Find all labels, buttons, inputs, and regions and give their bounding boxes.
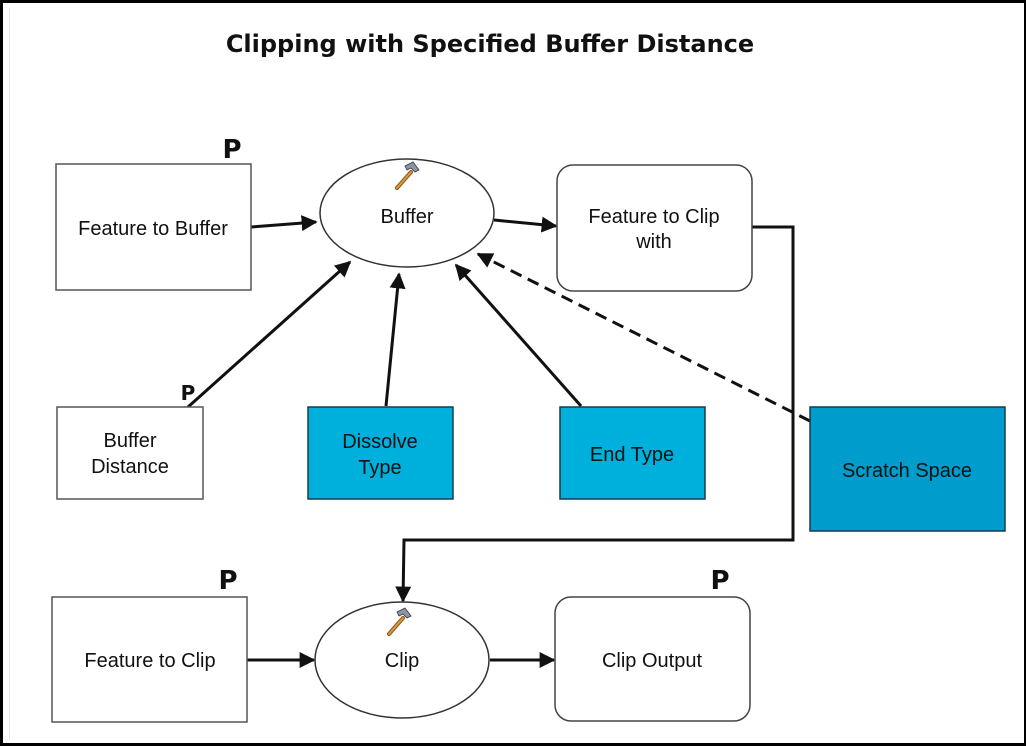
node-feature-to-clip-with[interactable]: Feature to Clip with xyxy=(556,164,753,292)
edge-buffer-to-feature-to-clip-with xyxy=(493,216,558,233)
node-label-line-1: Feature to Clip xyxy=(588,206,719,228)
node-label-line-1: Dissolve xyxy=(342,431,418,453)
edge-buffer-distance-to-buffer xyxy=(186,260,352,409)
node-label-line-1: Buffer xyxy=(104,430,157,452)
node-feature-to-buffer[interactable]: Feature to Buffer P xyxy=(55,135,252,291)
edge-feature-to-clip-with-to-clip xyxy=(395,225,795,603)
node-label: Feature to Clip xyxy=(84,650,215,672)
parameter-marker: P xyxy=(218,566,237,596)
diagram-title: Clipping with Specified Buffer Distance xyxy=(225,30,755,58)
edge-end-type-to-buffer xyxy=(454,263,583,407)
node-dissolve-type[interactable]: Dissolve Type xyxy=(307,406,454,500)
node-label-line-2: Type xyxy=(358,457,401,479)
node-label: Clip xyxy=(385,650,419,672)
node-scratch-space[interactable]: Scratch Space xyxy=(809,406,1006,532)
edge-scratch-space-to-buffer-dashed xyxy=(476,252,811,423)
node-label-line-2: with xyxy=(635,231,672,253)
parameter-marker: P xyxy=(222,135,241,165)
node-label: End Type xyxy=(590,444,674,466)
parameter-marker: P xyxy=(710,566,729,596)
node-clip-tool[interactable]: Clip xyxy=(314,601,490,719)
edge-dissolve-type-to-buffer xyxy=(384,272,406,407)
node-buffer-tool[interactable]: Buffer xyxy=(319,158,495,268)
node-clip-output[interactable]: Clip Output P xyxy=(554,566,751,722)
node-label: Buffer xyxy=(381,206,434,228)
node-label: Feature to Buffer xyxy=(78,218,228,240)
node-label: Clip Output xyxy=(602,650,702,672)
node-buffer-distance[interactable]: Buffer Distance P xyxy=(56,381,204,500)
edge-feature-to-buffer-to-buffer xyxy=(250,215,318,232)
parameter-marker: P xyxy=(181,381,196,405)
node-label: Scratch Space xyxy=(842,460,972,482)
node-feature-to-clip[interactable]: Feature to Clip P xyxy=(51,566,248,723)
node-label-line-2: Distance xyxy=(91,456,169,478)
node-end-type[interactable]: End Type xyxy=(559,406,706,500)
inner-frame xyxy=(9,8,1021,740)
